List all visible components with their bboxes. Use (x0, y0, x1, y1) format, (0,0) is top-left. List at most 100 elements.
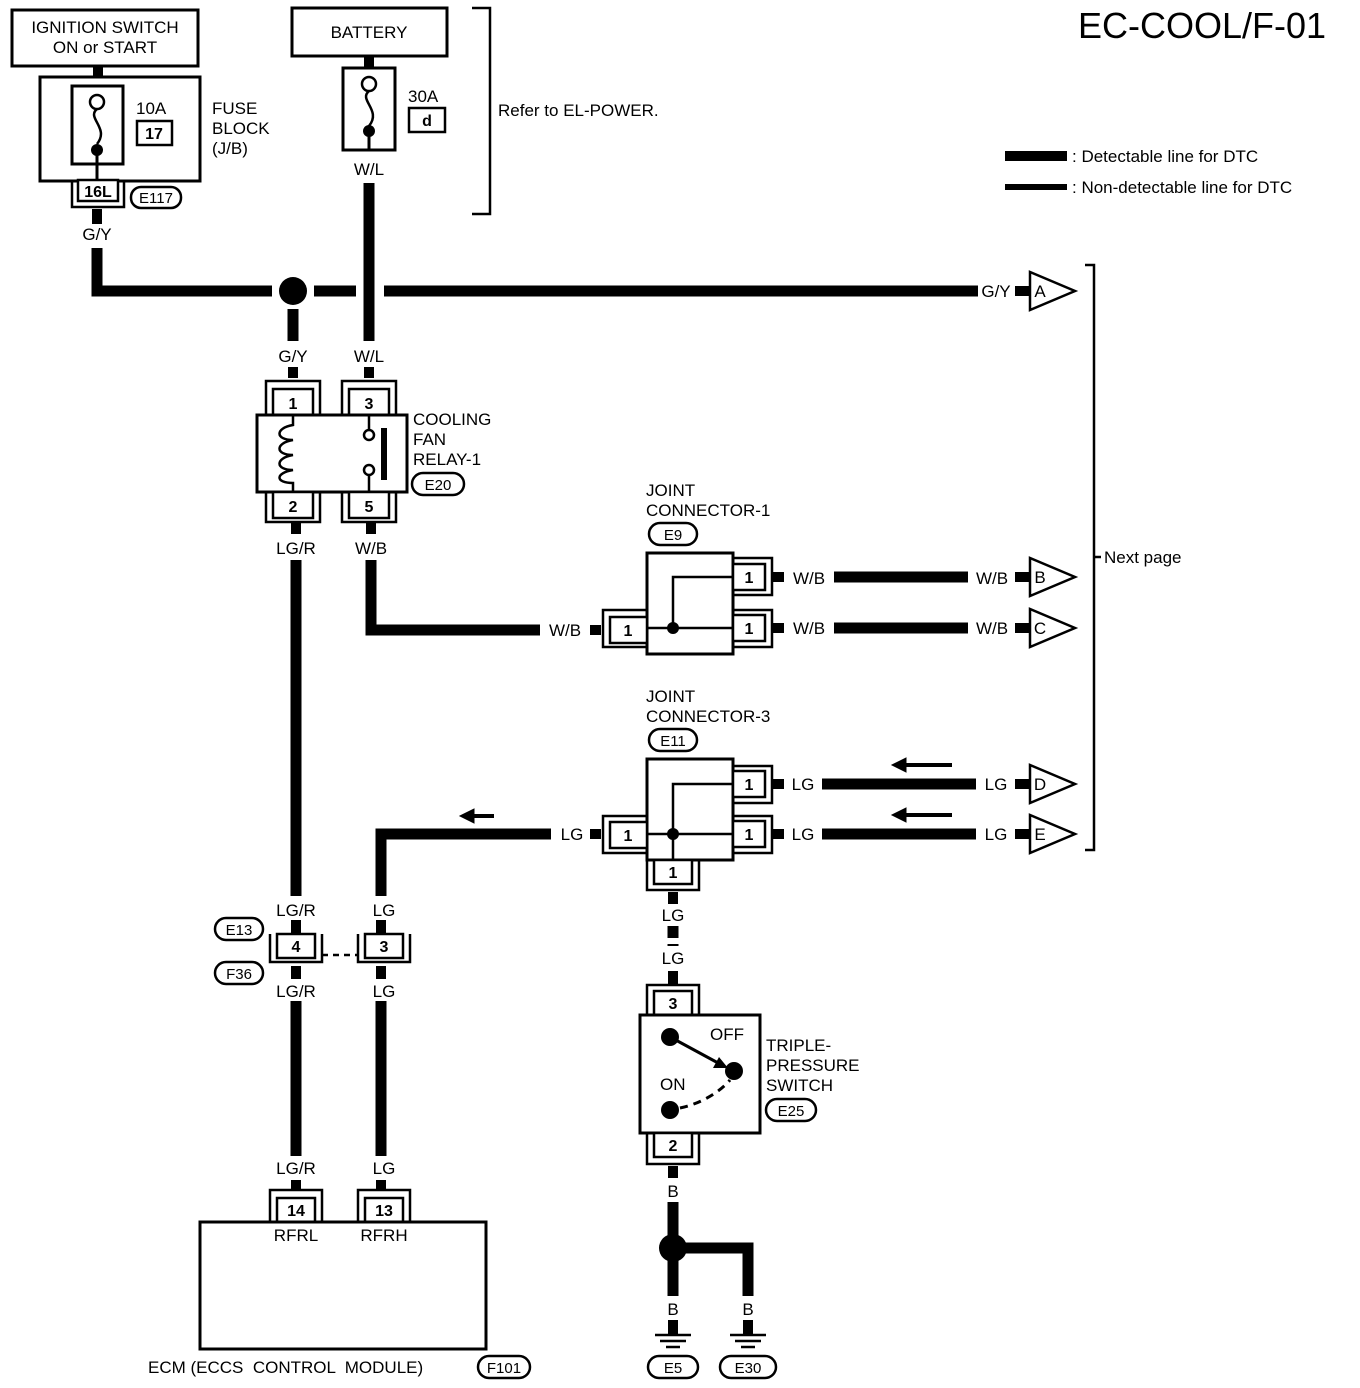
ground-e5-label: E5 (664, 1360, 682, 1377)
svg-text:COOLING: COOLING (413, 410, 491, 429)
wire-label-b-switch: B (667, 1182, 678, 1201)
svg-text:FAN: FAN (413, 430, 446, 449)
battery: BATTERY 30A d (290, 6, 449, 152)
svg-text:d: d (422, 113, 432, 130)
terminal-c (1028, 607, 1079, 649)
cooling-fan-relay: 1 3 2 5 COOLING FAN RELAY-1 E20 (255, 379, 491, 524)
svg-text:3: 3 (365, 396, 374, 413)
svg-text:E13: E13 (226, 922, 253, 939)
legend-non-detectable-label: : Non-detectable line for DTC (1072, 178, 1292, 197)
svg-text:IGNITION SWITCH: IGNITION SWITCH (31, 18, 178, 37)
splice-point-ground (659, 1234, 687, 1262)
wire-label-lgr-relay: LG/R (276, 539, 316, 558)
svg-text:RELAY-1: RELAY-1 (413, 450, 481, 469)
svg-text:PRESSURE: PRESSURE (766, 1056, 860, 1075)
svg-text:BLOCK: BLOCK (212, 119, 270, 138)
wire-label-lg-inline-top: LG (373, 901, 396, 920)
terminal-e (1028, 813, 1079, 855)
fuse-block: 10A 17 FUSE BLOCK (J/B) 16L E117 (38, 75, 270, 210)
wire-label-wb-joint1-left: W/B (549, 621, 581, 640)
next-page-label: Next page (1104, 548, 1182, 567)
terminal-a (1028, 270, 1079, 312)
svg-text:E11: E11 (660, 733, 686, 750)
wire-label-b-ground2: B (742, 1300, 753, 1319)
ground-e30-label: E30 (735, 1360, 762, 1377)
joint-connector-3: JOINT CONNECTOR-3 E11 1 1 1 1 (601, 687, 774, 892)
svg-text:3: 3 (380, 939, 389, 956)
wire-label-lgr-inline-top: LG/R (276, 901, 316, 920)
svg-text:16L: 16L (84, 184, 112, 201)
wire-label-lg-joint3-r1: LG (792, 775, 815, 794)
svg-text:1: 1 (745, 777, 754, 794)
wire-label-lg-inline-bot: LG (373, 982, 396, 1001)
svg-text:30A: 30A (408, 87, 439, 106)
legend-detectable-line (1005, 151, 1067, 161)
svg-text:2: 2 (289, 499, 298, 516)
svg-text:E25: E25 (778, 1103, 805, 1120)
legend-detectable-label: : Detectable line for DTC (1072, 147, 1258, 166)
svg-text:RFRL: RFRL (274, 1226, 318, 1245)
svg-text:1: 1 (624, 828, 633, 845)
svg-text:BATTERY: BATTERY (331, 23, 408, 42)
svg-text:4: 4 (292, 939, 301, 956)
wire-label-wb-relay: W/B (355, 539, 387, 558)
wire-label-lg-joint3-r2: LG (792, 825, 815, 844)
wires (91, 183, 1030, 1334)
svg-text:E117: E117 (139, 190, 173, 207)
svg-text:RFRH: RFRH (360, 1226, 407, 1245)
wire-label-wl-relay: W/L (354, 347, 384, 366)
svg-text:(J/B): (J/B) (212, 139, 248, 158)
inline-connector: E13 F36 4 3 (213, 916, 412, 986)
ignition-switch: IGNITION SWITCH ON or START (10, 8, 200, 68)
terminal-e-label: E (1034, 825, 1045, 844)
svg-text:OFF: OFF (710, 1025, 744, 1044)
svg-text:TRIPLE-: TRIPLE- (766, 1036, 831, 1055)
svg-text:ON or START: ON or START (53, 38, 157, 57)
wire-label-lg-ecm: LG (373, 1159, 396, 1178)
svg-text:FUSE: FUSE (212, 99, 257, 118)
refer-note: Refer to EL-POWER. (498, 101, 659, 120)
wire-label-wb-c: W/B (976, 619, 1008, 638)
ecm: 14 13 RFRL RFRH ECM (ECCS CONTROL MODULE… (148, 1188, 532, 1380)
svg-text:JOINT: JOINT (646, 481, 695, 500)
svg-text:1: 1 (289, 396, 298, 413)
signal-arrows (458, 757, 952, 824)
wire-label-gy-bus: G/Y (981, 282, 1010, 301)
wire-label-wb-joint1-r2: W/B (793, 619, 825, 638)
joint-connector-1: JOINT CONNECTOR-1 E9 1 1 1 (601, 481, 774, 656)
svg-text:ON: ON (660, 1075, 686, 1094)
svg-text:2: 2 (669, 1138, 678, 1155)
svg-text:1: 1 (745, 827, 754, 844)
svg-text:JOINT: JOINT (646, 687, 695, 706)
terminal-d (1028, 763, 1079, 805)
svg-text:13: 13 (375, 1203, 393, 1220)
wire-label-lg-joint3-bottom: LG (662, 906, 685, 925)
next-page-bracket (1085, 263, 1096, 852)
svg-text:1: 1 (745, 621, 754, 638)
triple-pressure-switch: 3 OFF ON 2 TRIPLE- PRESSURE SWITCH E25 (638, 983, 860, 1166)
terminal-a-label: A (1034, 282, 1046, 301)
svg-text:14: 14 (287, 1203, 305, 1220)
svg-text:17: 17 (145, 126, 163, 143)
svg-text:SWITCH: SWITCH (766, 1076, 833, 1095)
wire-label-lgr-inline-bot: LG/R (276, 982, 316, 1001)
refer-bracket (472, 6, 492, 216)
wire-label-lg-e: LG (985, 825, 1008, 844)
svg-text:CONNECTOR-3: CONNECTOR-3 (646, 707, 770, 726)
terminal-c-label: C (1034, 619, 1046, 638)
svg-text:E9: E9 (664, 527, 682, 544)
wire-label-lg-joint3-left: LG (561, 825, 584, 844)
svg-text:1: 1 (745, 570, 754, 587)
wire-label-lg-switch: LG (662, 949, 685, 968)
svg-text:E20: E20 (425, 477, 452, 494)
ground-e5-badge (646, 1354, 700, 1380)
wire-label-wb-b: W/B (976, 569, 1008, 588)
svg-text:CONNECTOR-1: CONNECTOR-1 (646, 501, 770, 520)
terminal-b-label: B (1034, 568, 1045, 587)
svg-text:1: 1 (669, 865, 678, 882)
svg-text:ECM (ECCS CONTROL MODULE): ECM (ECCS CONTROL MODULE) (148, 1358, 423, 1377)
wire-label-gy-relay: G/Y (278, 347, 307, 366)
ground-e30-badge (718, 1354, 778, 1380)
svg-text:F101: F101 (487, 1360, 521, 1377)
diagram-title: EC-COOL/F-01 (1078, 5, 1326, 46)
